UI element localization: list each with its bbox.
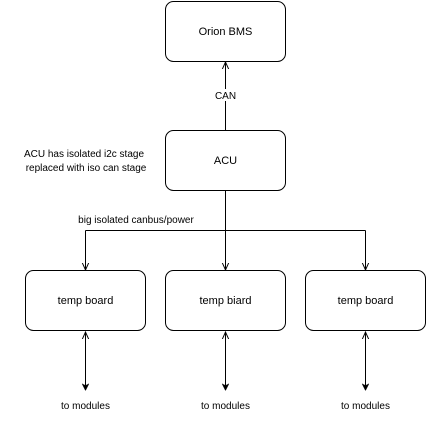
edge-can-label-bg <box>211 89 240 101</box>
edge-bus <box>86 190 366 271</box>
node-acu-label: ACU <box>214 155 237 167</box>
node-temp-board-2-label: temp biard <box>200 295 252 307</box>
node-orion-bms-label: Orion BMS <box>199 26 253 38</box>
to-modules-label-2: to modules <box>201 401 250 412</box>
acu-annotation-line-2: replaced with iso can stage <box>26 163 147 174</box>
node-temp-board-3-label: temp board <box>338 295 394 307</box>
node-temp-board-1-label: temp board <box>58 295 114 307</box>
to-modules-label-3: to modules <box>341 401 390 412</box>
acu-annotation-line-1: ACU has isolated i2c stage <box>24 149 145 160</box>
node-orion-bms: Orion BMS <box>165 1 286 62</box>
node-temp-board-2: temp biard <box>165 270 286 331</box>
node-temp-board-1: temp board <box>25 270 146 331</box>
to-modules-label-1: to modules <box>61 401 110 412</box>
edge-bus-label: big isolated canbus/power <box>78 215 194 226</box>
node-temp-board-3: temp board <box>305 270 426 331</box>
edge-can-label: CAN <box>215 91 236 102</box>
acu-annotation: ACU has isolated i2c stage replaced with… <box>24 149 147 174</box>
node-acu: ACU <box>165 130 286 191</box>
